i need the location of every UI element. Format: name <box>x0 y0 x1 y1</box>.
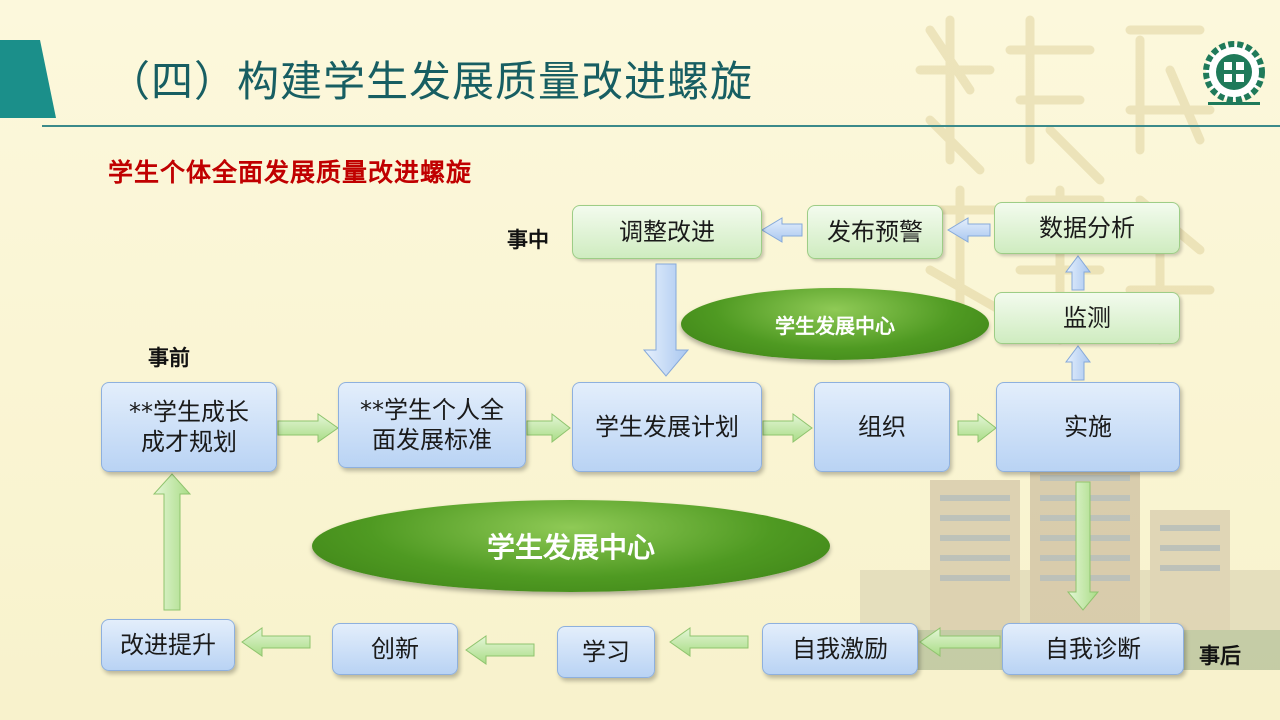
box-organize: 组织 <box>814 382 950 472</box>
box-innovation-label: 创新 <box>371 635 419 663</box>
box-implement: 实施 <box>996 382 1180 472</box>
box-innovation: 创新 <box>332 623 458 675</box>
center-small: 学生发展中心 <box>681 288 989 360</box>
title-decoration <box>0 40 56 118</box>
box-monitor: 监测 <box>994 292 1180 344</box>
box-devplan: 学生发展计划 <box>572 382 762 472</box>
box-plan-label: **学生成长 成才规划 <box>129 398 249 456</box>
subtitle: 学生个体全面发展质量改进螺旋 <box>108 158 473 187</box>
arrow-implement-to-diagnosis <box>1066 481 1100 611</box>
box-improve-label: 改进提升 <box>120 631 216 659</box>
box-analysis: 数据分析 <box>994 202 1180 254</box>
arrow-plan-to-standard <box>277 413 339 443</box>
center-large: 学生发展中心 <box>312 500 830 592</box>
box-self-motivation: 自我激励 <box>762 623 918 675</box>
arrow-implement-to-monitor <box>1065 345 1091 381</box>
box-implement-label: 实施 <box>1064 413 1112 441</box>
label-after: 事后 <box>1199 644 1241 668</box>
box-adjust: 调整改进 <box>572 205 762 259</box>
background-building <box>860 460 1280 670</box>
box-organize-label: 组织 <box>858 413 906 441</box>
arrow-diagnosis-to-motivation <box>919 627 1001 657</box>
arrow-motivation-to-learning <box>669 627 749 657</box>
box-standard-label: **学生个人全 面发展标准 <box>360 396 504 454</box>
page-title: （四）构建学生发展质量改进螺旋 <box>108 57 754 106</box>
center-large-label: 学生发展中心 <box>486 531 655 564</box>
arrow-learning-to-innovation <box>465 635 535 665</box>
arrow-devplan-to-organize <box>762 413 813 443</box>
center-small-label: 学生发展中心 <box>775 313 895 338</box>
box-devplan-label: 学生发展计划 <box>595 413 739 441</box>
arrow-innovation-to-improve <box>241 627 311 657</box>
box-improve: 改进提升 <box>101 619 235 671</box>
box-learning-label: 学习 <box>582 638 630 666</box>
arrow-organize-to-implement <box>957 412 997 444</box>
box-self-diagnosis: 自我诊断 <box>1002 623 1184 675</box>
arrow-improve-to-plan <box>152 473 192 611</box>
arrow-adjust-to-devplan <box>642 263 690 377</box>
box-plan: **学生成长 成才规划 <box>101 382 277 472</box>
box-standard: **学生个人全 面发展标准 <box>338 382 526 468</box>
label-during: 事中 <box>507 228 549 252</box>
box-analysis-label: 数据分析 <box>1039 214 1135 242</box>
box-adjust-label: 调整改进 <box>619 218 715 246</box>
box-self-motivation-label: 自我激励 <box>792 635 888 663</box>
arrow-monitor-to-analysis <box>1065 255 1091 291</box>
school-logo-icon <box>1203 41 1265 105</box>
box-monitor-label: 监测 <box>1063 304 1111 332</box>
box-warning: 发布预警 <box>807 205 943 259</box>
arrow-standard-to-devplan <box>526 412 571 444</box>
box-warning-label: 发布预警 <box>827 218 923 246</box>
box-self-diagnosis-label: 自我诊断 <box>1045 635 1141 663</box>
label-before: 事前 <box>148 346 190 370</box>
arrow-analysis-to-warning <box>947 217 991 243</box>
title-divider <box>42 125 1280 127</box>
arrow-warning-to-adjust <box>761 217 803 243</box>
box-learning: 学习 <box>557 626 655 678</box>
